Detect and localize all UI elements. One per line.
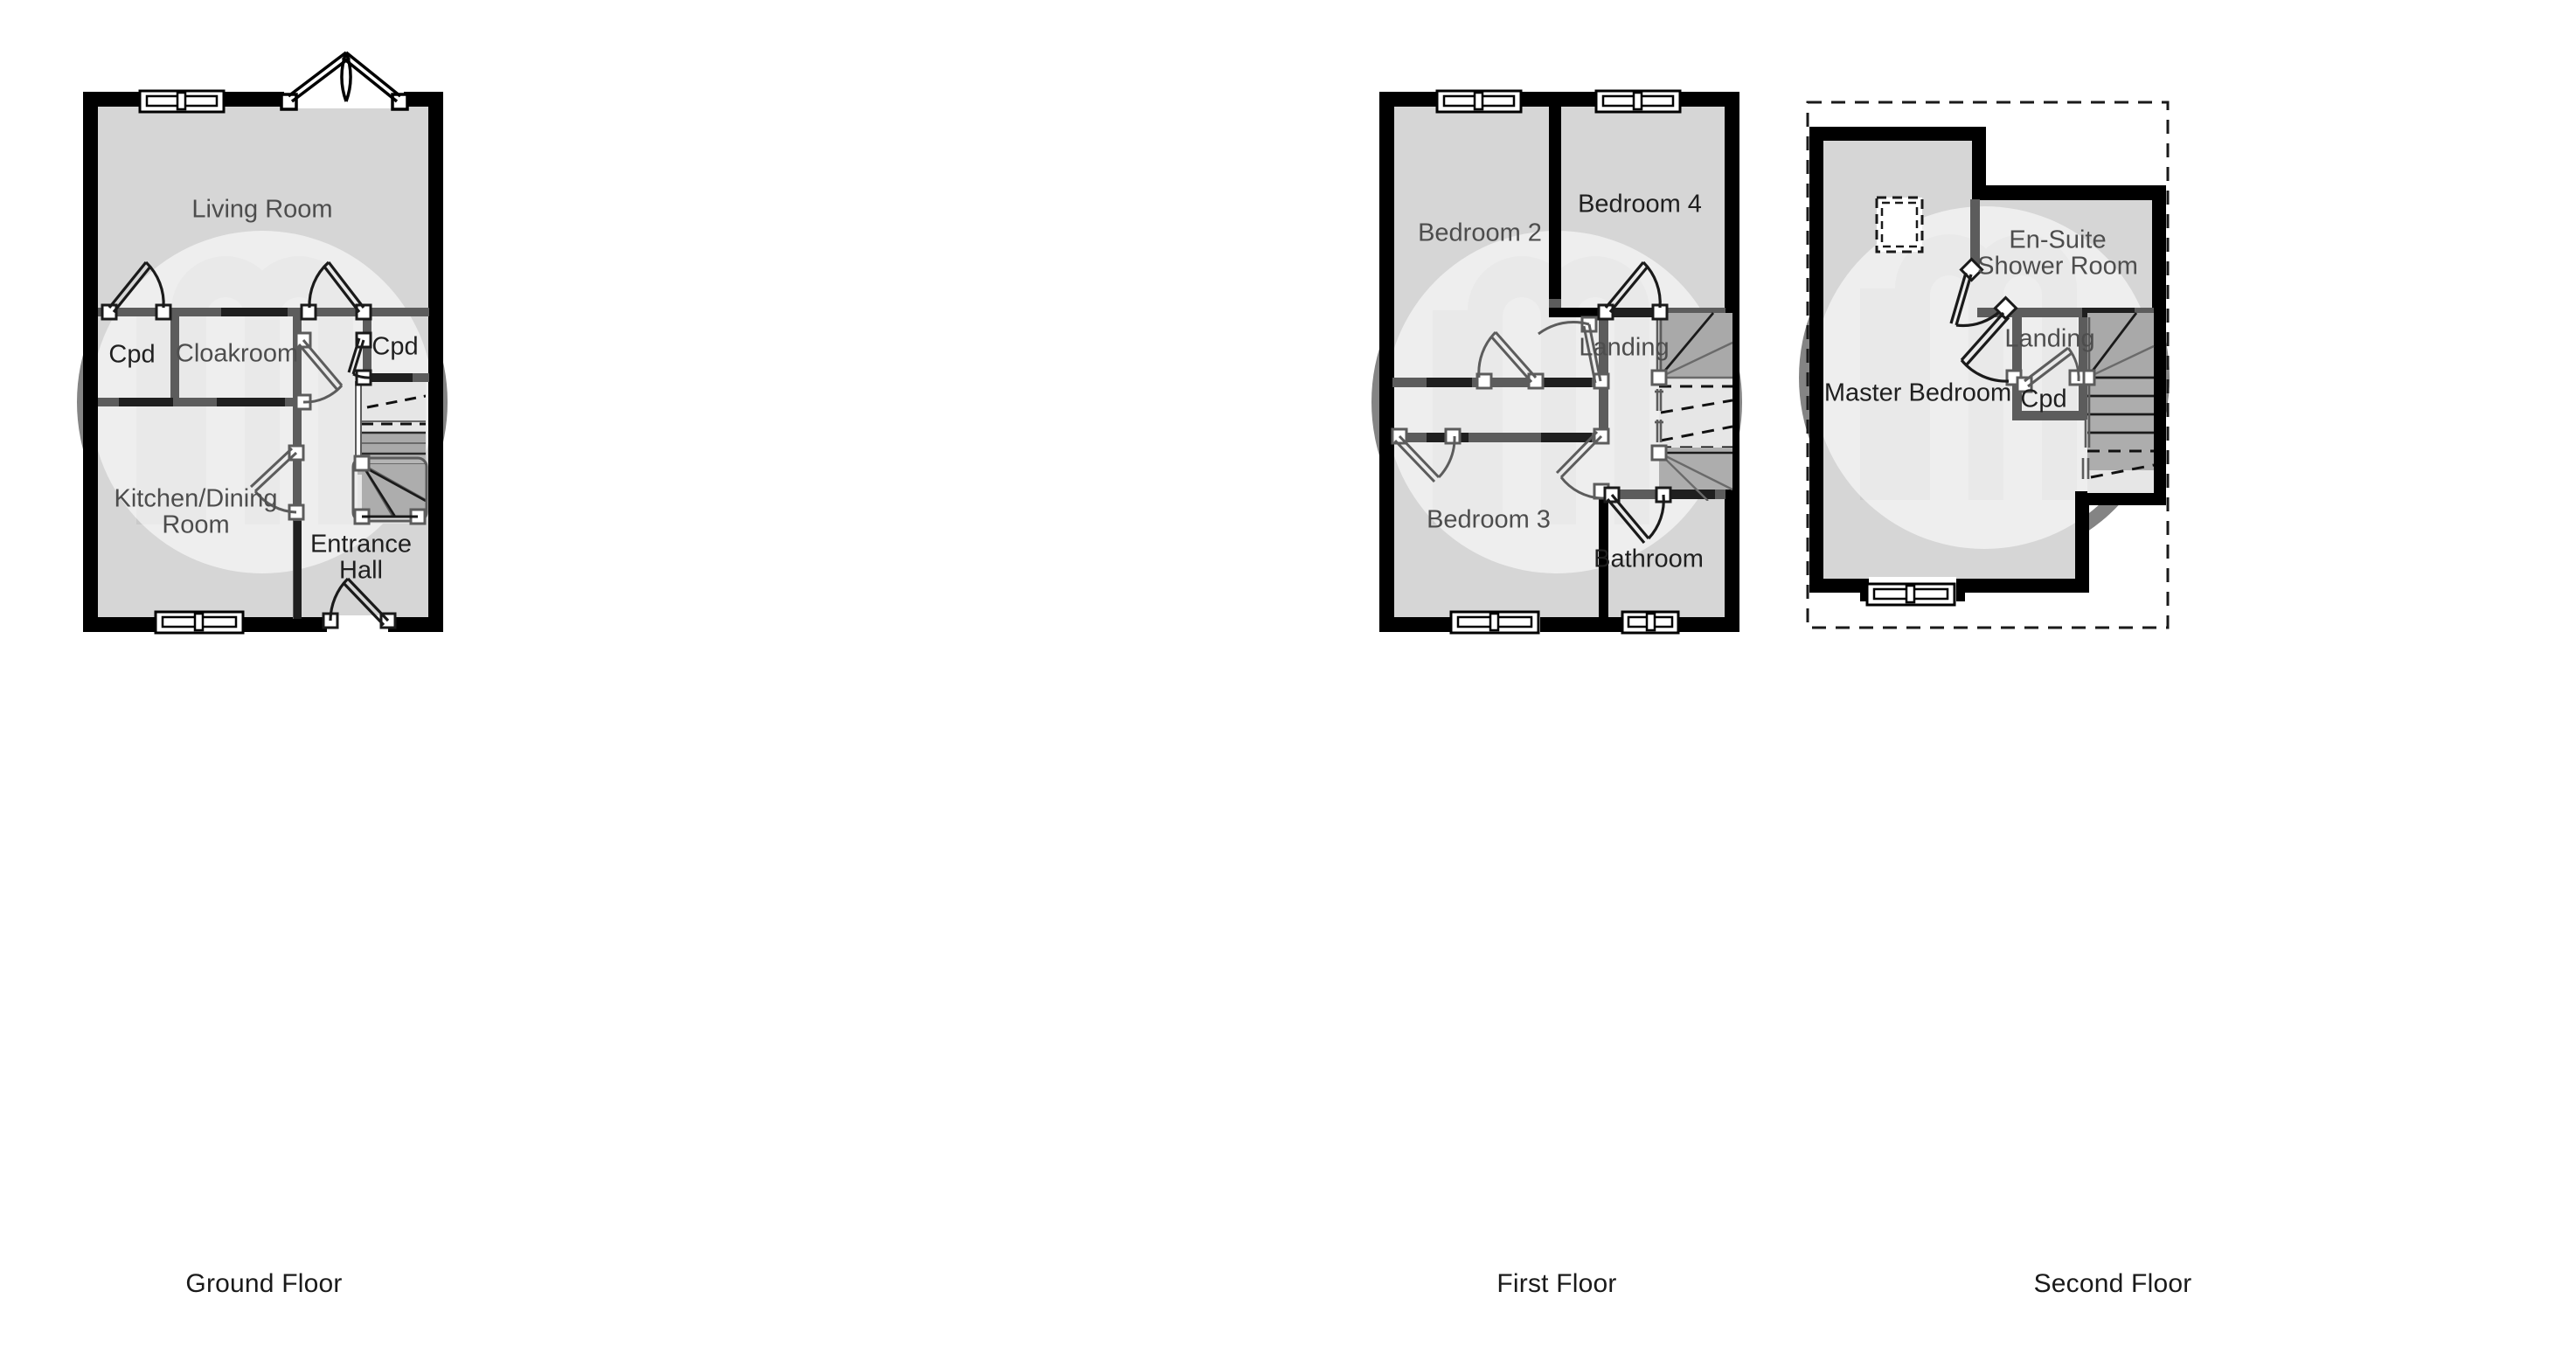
door-cupboard-right xyxy=(300,260,372,321)
room-label-kitchen-dining-room-line2: Room xyxy=(162,511,229,539)
window-bathroom xyxy=(1621,610,1680,635)
room-label-master-bedroom: Master Bedroom xyxy=(1824,379,2011,407)
room-label-kitchen-dining-room: Kitchen/Dining xyxy=(115,485,278,513)
door-en-suite-shower-room xyxy=(1949,257,2005,328)
door-bedroom-2 xyxy=(1538,316,1610,390)
door-kitchen-dining xyxy=(249,444,305,521)
ground-floor-drawing: Living Room Cloakroom Cpd Cpd Kitchen/Di… xyxy=(77,51,448,635)
room-label-living-room: Living Room xyxy=(191,196,332,224)
room-label-bedroom-2: Bedroom 2 xyxy=(1418,219,1542,247)
room-label-cupboard-left: Cpd xyxy=(108,341,155,369)
internal-walls-second xyxy=(1970,199,2154,420)
window-bedroom-2 xyxy=(1435,89,1523,114)
caption-first-floor: First Floor xyxy=(1496,1269,1617,1298)
window-master-bedroom xyxy=(1865,582,1956,607)
window-kitchen-rear xyxy=(154,610,245,635)
floor-panel-ground: Living Room Cloakroom Cpd Cpd Kitchen/Di… xyxy=(0,0,927,1241)
rooflight-outline xyxy=(1875,196,1924,253)
room-label-bedroom-4: Bedroom 4 xyxy=(1578,191,1702,219)
door-cloakroom xyxy=(295,331,344,411)
building-outline-dashed xyxy=(1806,101,2170,629)
door-bedroom-4 xyxy=(1597,260,1669,321)
floor-panel-first: Bedroom 2 Bedroom 4 Landing Bedroom 3 Ba… xyxy=(874,0,1801,1241)
french-door-living-room xyxy=(280,51,409,111)
staircase-first xyxy=(1650,312,1732,501)
staircase-ground xyxy=(351,381,428,525)
internal-wall-accents-ground xyxy=(119,308,413,619)
window-bedroom-3 xyxy=(1449,610,1540,635)
door-cupboard-second xyxy=(2016,346,2086,393)
door-landing-to-bedroom-3 xyxy=(1555,427,1610,500)
door-bedroom-3 xyxy=(1391,427,1462,483)
second-floor-drawing: Master Bedroom En-Suite Shower Room Land… xyxy=(1799,101,2170,629)
room-label-entrance-hall-line2: Hall xyxy=(339,557,383,585)
door-bathroom xyxy=(1603,486,1672,545)
internal-wall-accents-second xyxy=(2082,308,2135,317)
room-label-landing-second: Landing xyxy=(2004,325,2094,353)
room-label-en-suite-shower-room: En-Suite xyxy=(2009,226,2106,254)
staircase-second xyxy=(2079,312,2155,493)
door-front-entrance xyxy=(322,577,397,629)
room-label-cupboard-right: Cpd xyxy=(371,333,418,361)
window-living-room-front xyxy=(138,89,226,114)
door-bedroom-2-internal xyxy=(1475,330,1545,390)
room-label-entrance-hall: Entrance xyxy=(310,531,412,559)
floor-panel-second: Master Bedroom En-Suite Shower Room Land… xyxy=(1696,0,2576,1241)
room-label-landing-first: Landing xyxy=(1579,334,1669,362)
room-label-cupboard-second: Cpd xyxy=(2020,385,2066,413)
door-cupboard-left xyxy=(101,260,172,321)
caption-second-floor: Second Floor xyxy=(2033,1269,2192,1298)
room-label-en-suite-line2: Shower Room xyxy=(1977,253,2138,281)
caption-ground-floor: Ground Floor xyxy=(185,1269,343,1298)
room-label-bedroom-3: Bedroom 3 xyxy=(1427,506,1551,534)
window-bedroom-4 xyxy=(1594,89,1682,114)
room-label-bathroom: Bathroom xyxy=(1594,545,1704,573)
door-understairs-cupboard xyxy=(347,331,372,386)
first-floor-drawing: Bedroom 2 Bedroom 4 Landing Bedroom 3 Ba… xyxy=(1371,89,1742,635)
room-label-cloakroom: Cloakroom xyxy=(176,340,298,368)
